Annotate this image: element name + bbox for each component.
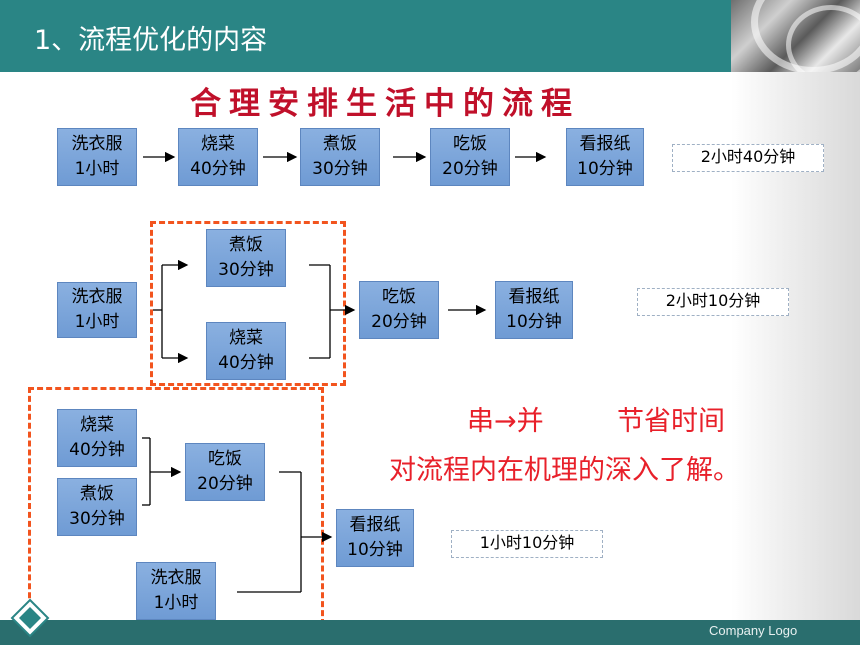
step-box: 烧菜 40分钟	[57, 409, 137, 467]
step-time: 40分钟	[69, 440, 125, 460]
step-box: 煮饭 30分钟	[300, 128, 380, 186]
total-time: 1小时10分钟	[451, 530, 603, 558]
step-name: 洗衣服	[71, 287, 123, 307]
step-box: 吃饭 20分钟	[359, 281, 439, 339]
step-time: 1小时	[74, 159, 120, 179]
step-time: 30分钟	[312, 159, 368, 179]
step-name: 吃饭	[382, 287, 416, 307]
step-name: 洗衣服	[150, 568, 202, 588]
step-name: 煮饭	[80, 484, 114, 504]
slide-title: 1、流程优化的内容	[34, 25, 268, 56]
step-box: 烧菜 40分钟	[206, 322, 286, 380]
step-time: 40分钟	[190, 159, 246, 179]
step-box: 看报纸 10分钟	[495, 281, 573, 339]
total-time: 2小时40分钟	[672, 144, 824, 172]
step-box: 看报纸 10分钟	[566, 128, 644, 186]
step-name: 烧菜	[201, 134, 235, 154]
step-name: 煮饭	[229, 235, 263, 255]
total-time: 2小时10分钟	[637, 288, 789, 316]
step-time: 1小时	[74, 312, 120, 332]
highlight-save-time: 节省时间	[617, 406, 725, 437]
highlight-serial-parallel: 串→并	[467, 406, 544, 437]
step-name: 看报纸	[349, 515, 401, 535]
header-bar: 1、流程优化的内容	[0, 0, 731, 72]
step-box: 洗衣服 1小时	[57, 128, 137, 186]
step-box: 煮饭 30分钟	[57, 478, 137, 536]
step-name: 烧菜	[229, 328, 263, 348]
step-box: 洗衣服 1小时	[57, 282, 137, 338]
step-name: 吃饭	[208, 449, 242, 469]
step-time: 10分钟	[347, 540, 403, 560]
step-box: 吃饭 20分钟	[430, 128, 510, 186]
step-time: 30分钟	[69, 509, 125, 529]
subtitle: 合理安排生活中的流程	[190, 86, 580, 122]
highlight-insight: 对流程内在机理的深入了解。	[389, 455, 740, 486]
step-box: 烧菜 40分钟	[178, 128, 258, 186]
step-box: 看报纸 10分钟	[336, 509, 414, 567]
step-time: 20分钟	[371, 312, 427, 332]
step-time: 10分钟	[577, 159, 633, 179]
company-logo-text: Company Logo	[709, 623, 798, 638]
step-name: 看报纸	[579, 134, 631, 154]
footer-bar: Company Logo	[0, 620, 860, 645]
logo-graphic	[731, 0, 860, 72]
step-name: 煮饭	[323, 134, 357, 154]
step-box: 煮饭 30分钟	[206, 229, 286, 287]
step-time: 20分钟	[442, 159, 498, 179]
step-name: 烧菜	[80, 415, 114, 435]
parallel-group-outline	[150, 221, 346, 386]
step-time: 30分钟	[218, 260, 274, 280]
step-time: 40分钟	[218, 353, 274, 373]
step-box: 吃饭 20分钟	[185, 443, 265, 501]
diamond-icon	[10, 598, 50, 638]
step-name: 洗衣服	[71, 134, 123, 154]
step-time: 1小时	[153, 593, 199, 613]
step-time: 10分钟	[506, 312, 562, 332]
step-time: 20分钟	[197, 474, 253, 494]
step-name: 看报纸	[508, 287, 560, 307]
step-name: 吃饭	[453, 134, 487, 154]
step-box: 洗衣服 1小时	[136, 562, 216, 620]
logo-ring	[786, 5, 860, 72]
